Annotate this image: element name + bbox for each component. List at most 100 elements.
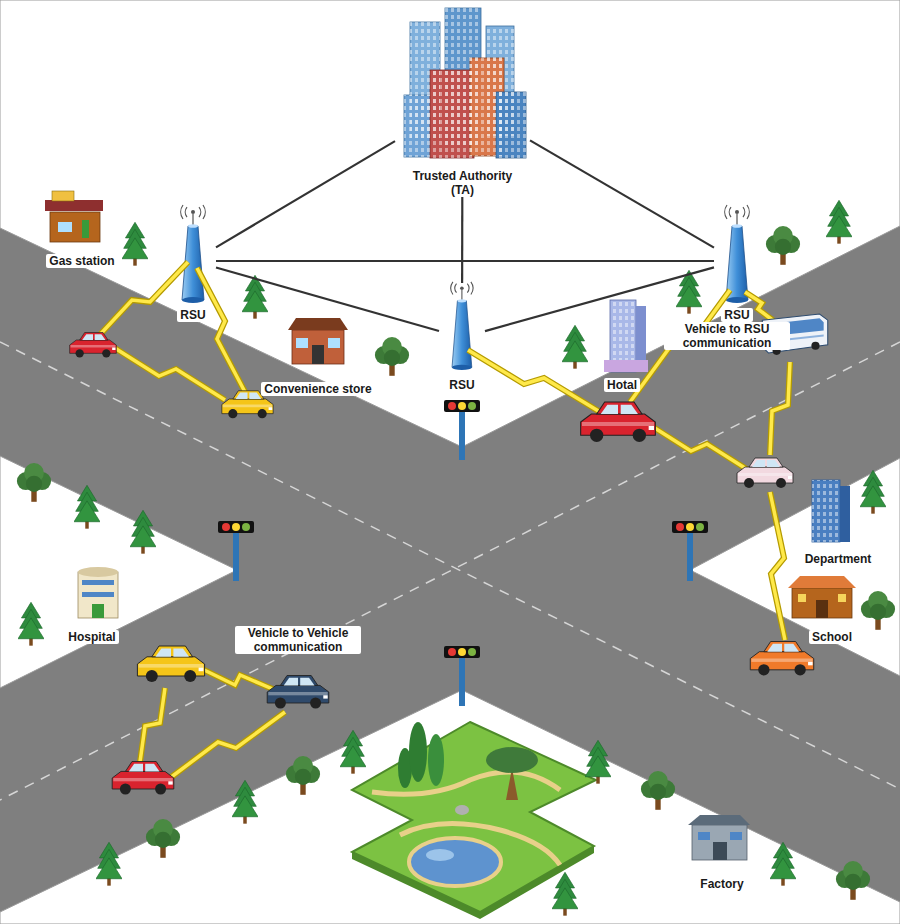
factory-icon-part (692, 825, 747, 860)
trees-part (232, 780, 258, 823)
node-label: RSU (721, 308, 752, 322)
trusted-authority-buildings-part (404, 95, 432, 157)
factory-icon (688, 815, 750, 860)
convenience-store-icon-part (288, 318, 348, 330)
factory-icon-part (730, 832, 742, 840)
wireless-links-part-part (770, 362, 790, 455)
rsu-node: RSU (439, 283, 485, 392)
trees-part (641, 771, 675, 810)
wireless-links-part-part (140, 688, 165, 762)
lane-markings (0, 342, 900, 800)
gas-station-icon-part (50, 212, 100, 242)
network-link (530, 140, 714, 247)
wireless-links-part-part (650, 425, 748, 470)
convenience-store-icon-part (292, 330, 344, 364)
wireless-links-part-part (197, 268, 245, 392)
gas-station-icon-part (45, 200, 103, 211)
wireless-links-part-part (770, 492, 785, 640)
place-label: School (809, 630, 855, 644)
park-part (409, 722, 427, 782)
place-label: Vehicle to Vehicle communication (235, 626, 361, 654)
trusted-authority-buildings (404, 8, 526, 158)
park-part (428, 734, 444, 786)
trees-part (375, 337, 409, 376)
factory-icon-part (698, 832, 710, 840)
traffic-lights-part (672, 521, 708, 581)
trees-part (17, 463, 51, 502)
hotel-icon (604, 300, 648, 372)
traffic-lights-part (444, 646, 480, 706)
vehicles-part (137, 646, 204, 682)
gas-station-icon-part (52, 191, 74, 201)
wireless-links-part-part (770, 362, 790, 455)
trusted-authority-buildings-part (496, 92, 526, 158)
wireless-links-part-part (110, 345, 225, 400)
traffic-lights-part (444, 400, 480, 460)
place-label: Hospital (65, 630, 118, 644)
school-icon-part (798, 594, 806, 602)
wireless-links-part-part (110, 345, 225, 400)
traffic-lights-part (218, 521, 254, 581)
school-icon-part (792, 588, 852, 618)
trusted-authority-buildings-part (430, 70, 474, 158)
wireless-links-part-part (95, 262, 188, 340)
sidewalk-blocks-part (0, 0, 900, 447)
park-part (409, 838, 501, 886)
network-link (461, 197, 463, 283)
park (352, 722, 596, 919)
trees-part (562, 325, 588, 368)
wireless-links-part-part (140, 688, 165, 762)
wireless-links-part (95, 262, 790, 778)
gas-station-icon-part (58, 222, 72, 232)
hospital-icon-part (78, 567, 118, 577)
convenience-store-icon-part (296, 338, 308, 348)
park-part (455, 805, 469, 815)
wireless-links-part-part (200, 668, 275, 690)
rsu-node: RSU (714, 200, 760, 322)
vehicles-part (737, 458, 793, 488)
vehicles-part (581, 402, 656, 442)
traffic-lights (218, 400, 708, 706)
wireless-links-part-part (770, 492, 785, 640)
trees-part (770, 842, 796, 885)
trees-part (122, 222, 148, 265)
trees (17, 200, 895, 915)
wireless-links-part-part (468, 350, 600, 412)
hospital-icon (78, 567, 118, 618)
trees-part (585, 740, 611, 783)
hospital-icon-part (78, 572, 118, 618)
factory-icon-part (713, 842, 727, 860)
sidewalk-blocks-part (0, 690, 900, 924)
vehicles-part (112, 762, 174, 795)
trees-part (146, 819, 180, 858)
network-link (216, 268, 439, 331)
vehicles-part (267, 676, 329, 709)
place-label: Hotal (604, 378, 640, 392)
vehicles-part (70, 333, 117, 358)
hospital-icon-part (82, 592, 114, 597)
convenience-store-icon (288, 318, 348, 364)
wireless-links-part-part (170, 712, 285, 778)
lane-markings-part (0, 342, 900, 789)
department-icon-part (812, 480, 840, 542)
convenience-store-icon-part (312, 345, 324, 364)
rsu-node: RSU (170, 200, 216, 322)
trees-part (96, 842, 122, 885)
place-label: Gas station (46, 254, 117, 268)
wireless-links-part-part (650, 425, 748, 470)
school-icon (788, 576, 856, 618)
place-label: Department (802, 552, 875, 566)
sidewalk-blocks-part (690, 458, 900, 676)
vehicles-part (750, 642, 813, 676)
trees-part (826, 200, 852, 243)
vehicles (70, 314, 828, 794)
place-label: Vehicle to RSU communication (664, 322, 790, 350)
place-label: Convenience store (261, 382, 374, 396)
wireless-links-part (95, 262, 790, 778)
hotel-icon-part (604, 360, 648, 372)
rsu-towers-part (451, 282, 473, 370)
